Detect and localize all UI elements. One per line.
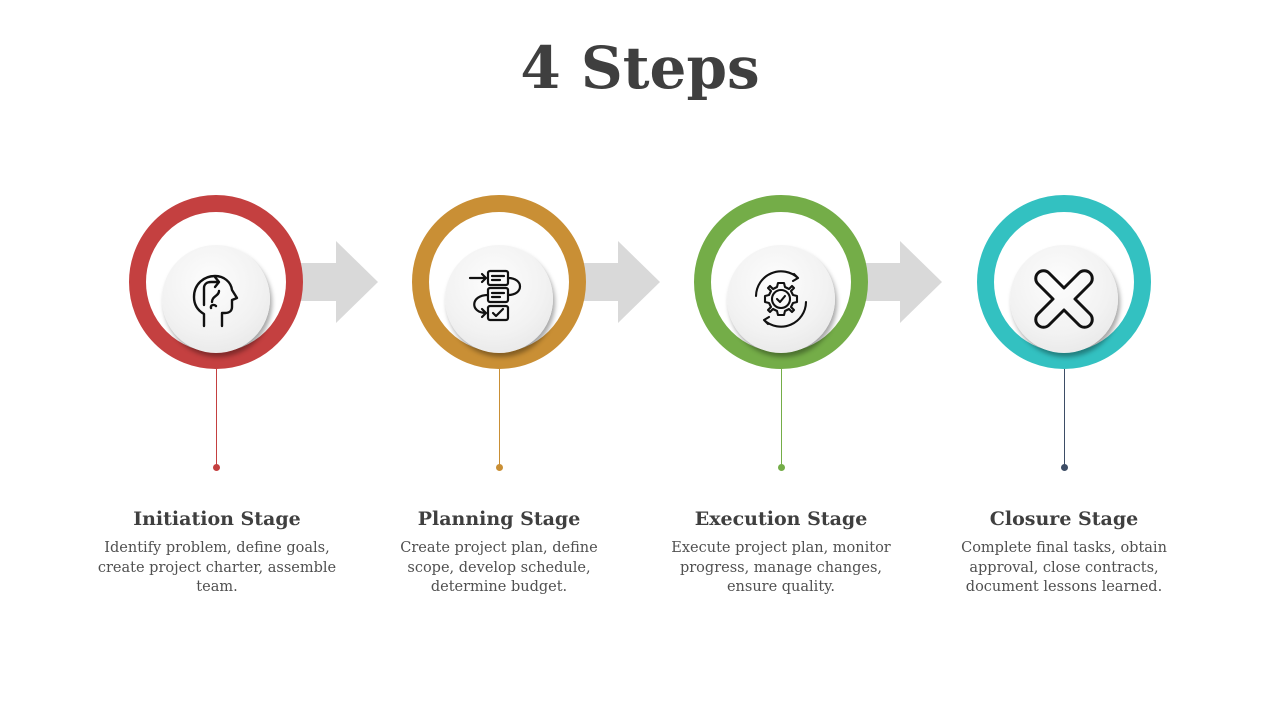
arrow-1-to-2 bbox=[278, 241, 378, 323]
icon-circle bbox=[727, 245, 835, 353]
close-x-icon bbox=[1034, 269, 1094, 329]
step-title: Initiation Stage bbox=[133, 508, 301, 530]
step-ring bbox=[977, 195, 1151, 369]
connector-line bbox=[781, 369, 782, 466]
icon-circle bbox=[445, 245, 553, 353]
connector-line bbox=[216, 369, 217, 466]
step-ring bbox=[412, 195, 586, 369]
step-description: Identify problem, define goals, create p… bbox=[97, 540, 337, 595]
step-ring bbox=[129, 195, 303, 369]
step-title: Execution Stage bbox=[694, 508, 868, 530]
step-ring bbox=[694, 195, 868, 369]
page-title: 4 Steps bbox=[520, 34, 760, 102]
connector-line bbox=[1064, 369, 1065, 466]
connector-dot bbox=[1061, 464, 1068, 471]
connector-dot bbox=[213, 464, 220, 471]
connector-dot bbox=[496, 464, 503, 471]
icon-circle bbox=[1010, 245, 1118, 353]
gear-check-icon bbox=[754, 270, 808, 328]
step-title: Closure Stage bbox=[989, 508, 1139, 530]
step-title: Planning Stage bbox=[417, 508, 581, 530]
step-description: Complete final tasks, obtain approval, c… bbox=[961, 540, 1167, 595]
icon-circle bbox=[162, 245, 270, 353]
arrow-3-to-4 bbox=[842, 241, 942, 323]
step-description: Create project plan, define scope, devel… bbox=[400, 540, 598, 595]
connector-dot bbox=[778, 464, 785, 471]
head-arrow-icon bbox=[192, 274, 239, 328]
connector-line bbox=[499, 369, 500, 466]
step-description: Execute project plan, monitor progress, … bbox=[671, 540, 891, 595]
checklist-flow-icon bbox=[468, 269, 522, 322]
arrow-2-to-3 bbox=[560, 241, 660, 323]
